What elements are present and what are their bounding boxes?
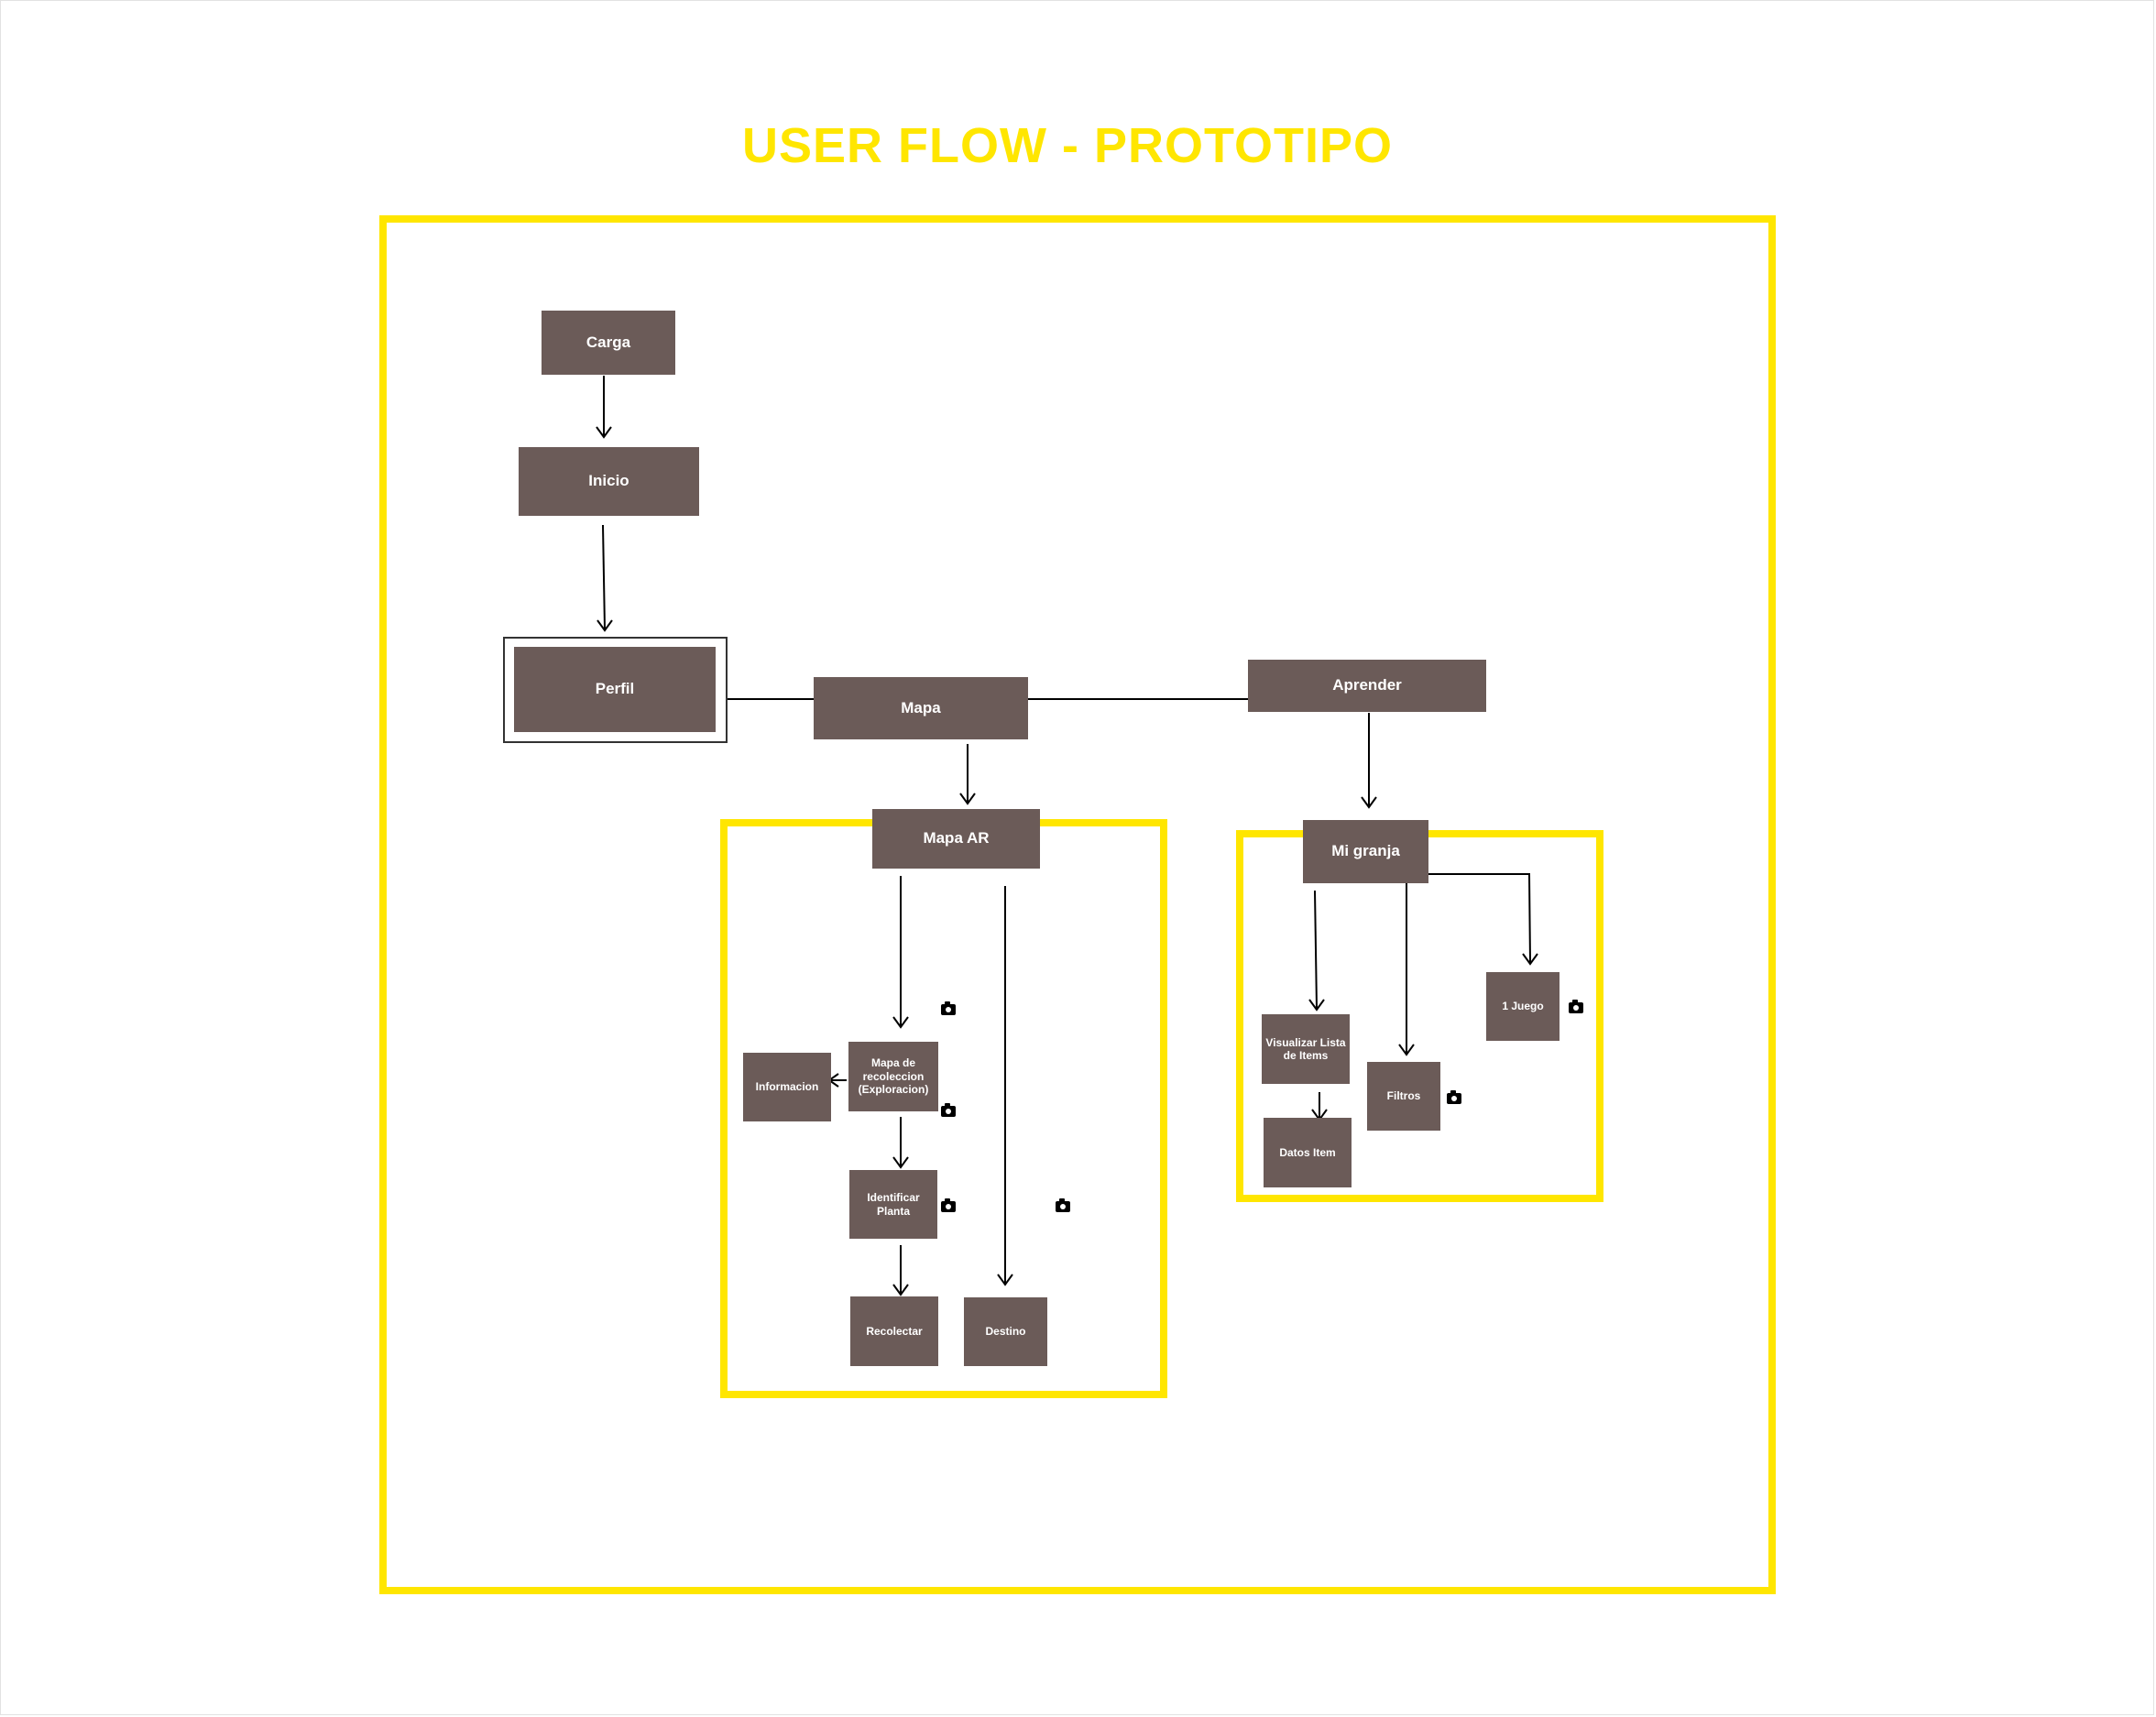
perfil-outline <box>503 637 728 743</box>
node-perfil[interactable]: Perfil <box>514 647 716 732</box>
node-inicio[interactable]: Inicio <box>519 447 699 516</box>
camera-icon <box>1056 1198 1070 1212</box>
node-1-juego[interactable]: 1 Juego <box>1486 972 1560 1041</box>
node-filtros[interactable]: Filtros <box>1367 1062 1440 1131</box>
camera-icon <box>1569 1000 1583 1013</box>
node-mapa-recoleccion[interactable]: Mapa de recoleccion (Exploracion) <box>848 1042 938 1111</box>
node-identificar-planta[interactable]: Identificar Planta <box>849 1170 937 1239</box>
node-visualizar-lista[interactable]: Visualizar Lista de Items <box>1262 1014 1350 1084</box>
node-mi-granja[interactable]: Mi granja <box>1303 820 1428 883</box>
node-carga[interactable]: Carga <box>542 311 675 375</box>
camera-icon <box>941 1198 956 1212</box>
node-mapa-ar[interactable]: Mapa AR <box>872 809 1040 869</box>
node-datos-item[interactable]: Datos Item <box>1264 1118 1352 1187</box>
camera-icon <box>941 1103 956 1117</box>
node-recolectar[interactable]: Recolectar <box>850 1296 938 1366</box>
node-aprender[interactable]: Aprender <box>1248 660 1486 712</box>
node-informacion[interactable]: Informacion <box>743 1053 831 1121</box>
diagram-title: USER FLOW - PROTOTIPO <box>741 118 1393 173</box>
camera-icon <box>941 1001 956 1015</box>
node-destino[interactable]: Destino <box>964 1297 1047 1366</box>
camera-icon <box>1447 1090 1461 1104</box>
main-frame <box>379 215 1776 1594</box>
node-mapa[interactable]: Mapa <box>814 677 1028 739</box>
